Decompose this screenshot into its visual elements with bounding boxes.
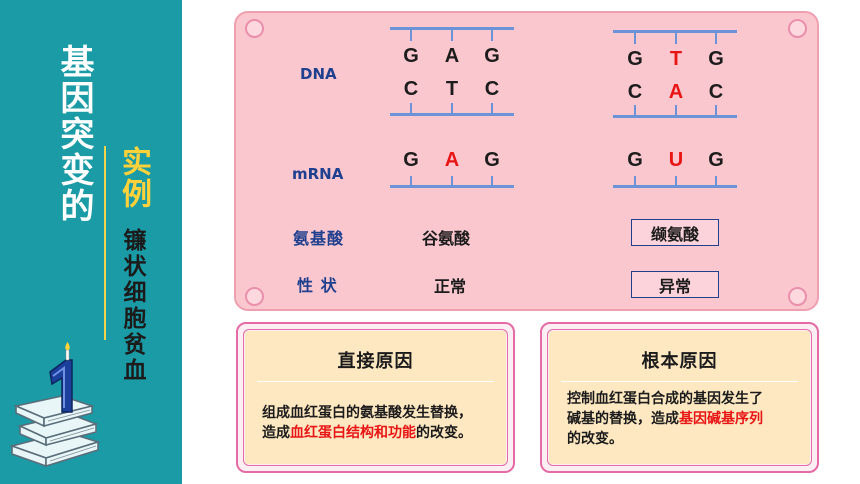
dna-base: C [627, 81, 643, 103]
bond-tick [451, 30, 453, 41]
dna-strand-top [613, 30, 737, 33]
trait-row-label: 性 状 [297, 276, 338, 295]
bond-tick [715, 105, 717, 115]
normal-amino-acid: 谷氨酸 [422, 229, 471, 248]
dna-base: G [484, 45, 500, 67]
text-line: 造成血红蛋白结构和功能的改变。 [262, 423, 502, 443]
dna-strand-bottom [390, 113, 514, 116]
mrna-base: G [708, 149, 724, 171]
dna-base: A [444, 45, 460, 67]
mutant-amino-acid: 缬氨酸 [631, 219, 719, 246]
mrna-base-mutated: A [444, 149, 460, 171]
card-body: 直接原因 组成血红蛋白的氨基酸发生替换， 造成血红蛋白结构和功能的改变。 [245, 331, 506, 464]
mrna-base: G [484, 149, 500, 171]
dna-strand-bottom [613, 115, 737, 118]
dna-base-mutated: A [668, 81, 684, 103]
mrna-strand [613, 185, 737, 188]
root-cause-text: 控制血红蛋白合成的基因发生了 碱基的替换，造成基因碱基序列 的改变。 [567, 389, 807, 449]
dna-base: C [484, 78, 500, 100]
direct-cause-card: 直接原因 组成血红蛋白的氨基酸发生替换， 造成血红蛋白结构和功能的改变。 [236, 322, 515, 473]
bond-tick [451, 176, 453, 186]
card-border [547, 329, 812, 466]
mrna-strand [390, 185, 514, 188]
bond-tick [410, 176, 412, 186]
divider-line [104, 146, 106, 340]
bond-tick [634, 33, 636, 44]
mutation-diagram-card: DNA mRNA 氨基酸 性 状 G A G C T C G A G 谷氨酸 正… [234, 11, 819, 311]
bond-tick [410, 103, 412, 113]
mutant-trait: 异常 [631, 271, 719, 298]
highlight-text: 基因碱基序列 [679, 411, 763, 427]
corner-dot [788, 19, 807, 38]
root-cause-title: 根本原因 [641, 351, 718, 372]
bond-tick [634, 105, 636, 115]
text-line: 控制血红蛋白合成的基因发生了 [567, 391, 763, 407]
dna-base: G [403, 45, 419, 67]
bond-tick [451, 103, 453, 113]
bond-tick [491, 176, 493, 186]
corner-dot [245, 287, 264, 306]
slide-title: 基因突变的 [54, 44, 94, 224]
dna-row-label: DNA [300, 65, 337, 83]
amino-row-label: 氨基酸 [293, 229, 345, 248]
text-line: 的改变。 [567, 431, 623, 447]
root-cause-card: 根本原因 控制血红蛋白合成的基因发生了 碱基的替换，造成基因碱基序列 的改变。 [540, 322, 819, 473]
text-segment: 造成 [262, 425, 290, 441]
text-segment: 碱基的替换，造成 [567, 411, 679, 427]
bond-tick [634, 176, 636, 186]
bond-tick [491, 30, 493, 41]
left-title-panel: 基因突变的 实例 镰状细胞贫血 [0, 0, 182, 484]
bond-tick [715, 33, 717, 44]
dna-base: T [445, 78, 459, 100]
corner-dot [788, 287, 807, 306]
highlight-text: 血红蛋白结构和功能 [290, 425, 416, 441]
direct-cause-text: 组成血红蛋白的氨基酸发生替换， 造成血红蛋白结构和功能的改变。 [262, 403, 502, 443]
direct-cause-title: 直接原因 [337, 351, 414, 372]
mrna-base: G [627, 149, 643, 171]
slide-subtitle: 实例 [116, 146, 151, 210]
dna-base: G [708, 48, 724, 70]
bond-tick [715, 176, 717, 186]
corner-dot [245, 19, 264, 38]
card-divider [257, 381, 494, 382]
bond-tick [410, 30, 412, 41]
mrna-base: G [403, 149, 419, 171]
bond-tick [675, 176, 677, 186]
text-line: 碱基的替换，造成基因碱基序列 [567, 409, 807, 429]
dna-base: C [708, 81, 724, 103]
bond-tick [675, 105, 677, 115]
card-divider [561, 381, 798, 382]
text-line: 组成血红蛋白的氨基酸发生替换， [262, 405, 472, 421]
books-number-icon [9, 342, 101, 468]
mrna-row-label: mRNA [292, 165, 344, 183]
card-border [243, 329, 508, 466]
normal-trait: 正常 [434, 277, 467, 296]
mrna-base-mutated: U [668, 149, 684, 171]
card-body: 根本原因 控制血红蛋白合成的基因发生了 碱基的替换，造成基因碱基序列 的改变。 [549, 331, 810, 464]
slide-topic: 镰状细胞贫血 [119, 228, 145, 384]
dna-base-mutated: T [669, 48, 683, 70]
bond-tick [491, 103, 493, 113]
dna-base: C [403, 78, 419, 100]
dna-strand-top [390, 27, 514, 30]
dna-base: G [627, 48, 643, 70]
text-segment: 的改变。 [416, 425, 472, 441]
bond-tick [675, 33, 677, 44]
